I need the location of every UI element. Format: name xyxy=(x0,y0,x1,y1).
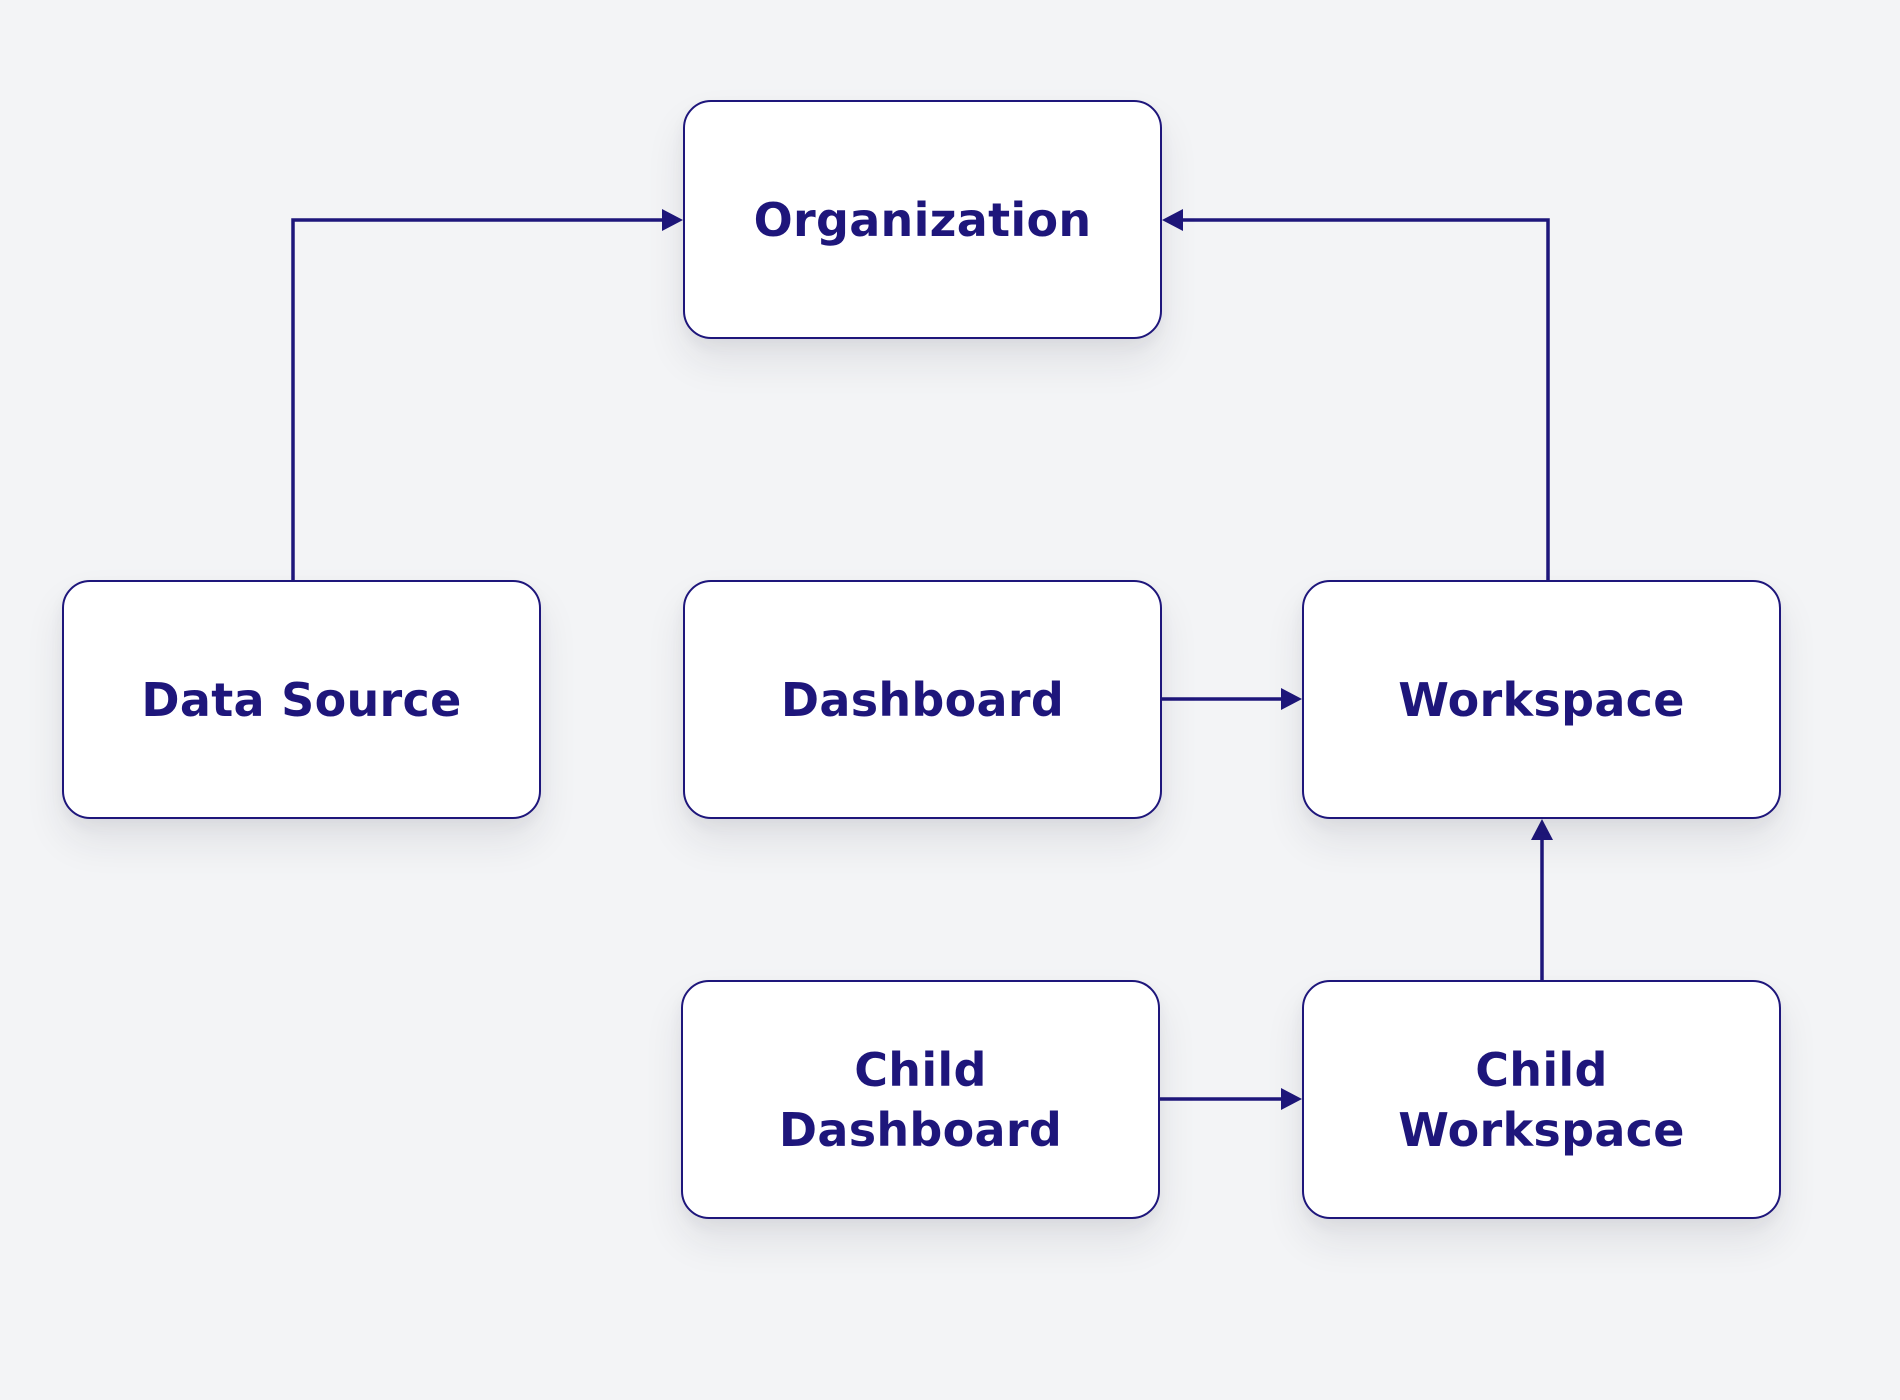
edge-data-source-to-organization xyxy=(291,218,665,580)
node-child-dashboard: Child Dashboard xyxy=(681,980,1160,1219)
arrowhead-into-workspace-left xyxy=(1281,688,1302,710)
node-child-workspace-label: Child Workspace xyxy=(1398,1042,1685,1157)
node-dashboard: Dashboard xyxy=(683,580,1162,819)
arrowhead-into-child-workspace-left xyxy=(1281,1088,1302,1110)
node-data-source-label: Data Source xyxy=(141,672,462,727)
arrowhead-into-organization-left xyxy=(662,209,683,231)
node-organization-label: Organization xyxy=(753,192,1092,247)
node-workspace-label: Workspace xyxy=(1398,672,1685,727)
arrowhead-into-organization-right xyxy=(1162,209,1183,231)
node-data-source: Data Source xyxy=(62,580,541,819)
node-child-dashboard-label: Child Dashboard xyxy=(778,1042,1063,1157)
edge-workspace-to-organization xyxy=(1180,218,1550,580)
node-dashboard-label: Dashboard xyxy=(780,672,1065,727)
node-workspace: Workspace xyxy=(1302,580,1781,819)
node-child-workspace: Child Workspace xyxy=(1302,980,1781,1219)
node-organization: Organization xyxy=(683,100,1162,339)
arrowhead-into-workspace-bottom xyxy=(1531,819,1553,840)
